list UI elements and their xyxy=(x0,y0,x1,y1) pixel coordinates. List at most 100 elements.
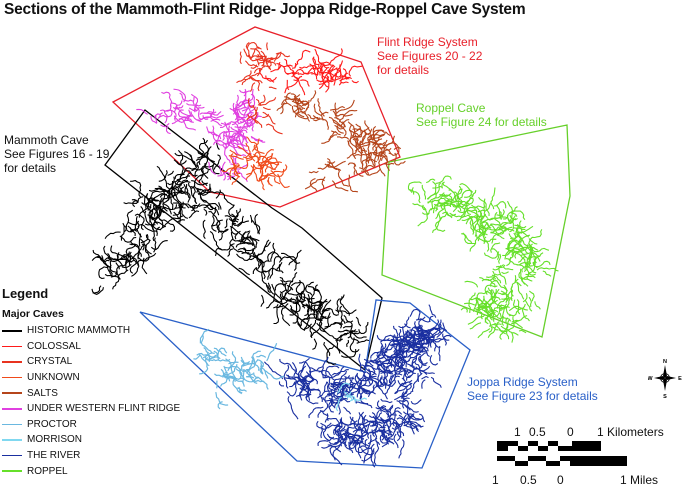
cave-passage xyxy=(328,436,343,445)
cave-passage xyxy=(144,240,151,254)
cave-passage xyxy=(242,231,251,240)
cave-passage xyxy=(186,103,202,107)
cave-passage xyxy=(339,296,350,316)
cave-passage xyxy=(219,122,230,128)
cave-passage xyxy=(225,358,232,367)
cave-passage xyxy=(507,241,511,252)
cave-passage xyxy=(394,385,409,395)
cave-passage xyxy=(535,260,551,269)
cave-passage xyxy=(217,225,220,234)
cave-passage xyxy=(505,258,525,268)
cave-passage xyxy=(232,139,239,144)
cave-passage xyxy=(408,350,428,355)
cave-passage xyxy=(298,293,306,302)
cave-passage xyxy=(380,155,389,163)
cave-passage xyxy=(348,377,355,385)
cave-passage xyxy=(252,267,258,275)
cave-passage xyxy=(242,99,248,105)
cave-passage xyxy=(386,375,400,386)
cave-passage xyxy=(418,355,428,365)
cave-passage xyxy=(397,380,413,388)
cave-passage xyxy=(457,200,469,210)
cave-passage xyxy=(309,90,317,102)
km-label-half: 0.5 xyxy=(529,425,546,439)
cave-passage xyxy=(318,369,335,381)
cave-passage xyxy=(406,369,416,375)
cave-passage xyxy=(370,157,376,167)
legend-label: MORRISON xyxy=(27,434,82,446)
cave-passage xyxy=(167,170,174,176)
legend-swatch xyxy=(2,392,22,394)
cave-passage xyxy=(202,219,206,240)
cave-passage xyxy=(238,129,248,146)
cave-passage xyxy=(297,321,312,331)
cave-passage xyxy=(122,222,128,230)
cave-passage xyxy=(231,208,241,222)
legend-swatch xyxy=(2,345,22,348)
cave-passage xyxy=(145,234,151,242)
cave-passage xyxy=(248,358,255,371)
cave-passage xyxy=(239,51,242,65)
cave-passage xyxy=(432,185,443,189)
cave-passage xyxy=(327,444,342,453)
cave-passage xyxy=(486,276,497,280)
cave-passage xyxy=(356,339,370,344)
cave-passage xyxy=(129,240,142,257)
cave-passage xyxy=(177,219,185,223)
cave-passage xyxy=(328,48,343,66)
cave-passage xyxy=(177,204,189,219)
cave-passage xyxy=(359,140,364,154)
cave-passage xyxy=(263,157,278,164)
cave-passage xyxy=(189,203,201,209)
legend-subtitle: Major Caves xyxy=(2,308,64,320)
cave-passage xyxy=(237,387,247,392)
cave-passage xyxy=(284,282,305,296)
cave-passage xyxy=(378,157,386,177)
cave-passage xyxy=(155,115,158,124)
cave-passage xyxy=(387,425,390,436)
legend-swatch xyxy=(2,470,22,472)
cave-passage xyxy=(323,366,345,379)
cave-passage xyxy=(236,158,249,170)
cave-passage xyxy=(370,350,388,359)
cave-passage xyxy=(502,248,514,257)
cave-passage xyxy=(317,402,329,418)
cave-passage xyxy=(179,160,187,166)
cave-passage xyxy=(234,230,241,240)
cave-passage xyxy=(394,390,413,401)
cave-passage xyxy=(220,368,231,382)
cave-passage xyxy=(401,391,411,411)
cave-passage xyxy=(526,272,530,280)
cave-passage xyxy=(173,88,187,103)
roppel-boundary xyxy=(381,124,571,338)
cave-passage xyxy=(385,412,391,420)
cave-passage xyxy=(256,354,267,358)
cave-passage xyxy=(213,350,219,358)
cave-passage xyxy=(350,416,354,425)
cave-passage xyxy=(331,180,349,192)
roppel-cave-label: Roppel Cave See Figure 24 for details xyxy=(416,101,547,129)
cave-passage xyxy=(378,429,386,438)
cave-passage xyxy=(320,66,334,83)
cave-passage xyxy=(190,93,199,111)
cave-passage xyxy=(136,227,143,238)
cave-passage xyxy=(330,60,344,80)
flint-ridge-label: Flint Ridge System See Figures 20 - 22 f… xyxy=(377,35,482,77)
cave-passage xyxy=(494,211,501,225)
cave-passage xyxy=(419,352,428,366)
cave-passage xyxy=(308,170,319,174)
cave-passage xyxy=(230,220,238,235)
cave-passage xyxy=(307,286,320,292)
cave-passage xyxy=(224,365,242,372)
cave-passage xyxy=(392,335,405,339)
cave-passage xyxy=(173,159,181,166)
cave-passage xyxy=(518,243,531,251)
cave-passage xyxy=(280,279,285,287)
cave-passage xyxy=(361,168,381,176)
cave-passage xyxy=(415,336,426,352)
cave-passage xyxy=(231,143,247,157)
cave-passage xyxy=(107,252,116,273)
cave-passage xyxy=(303,318,310,332)
cave-passage xyxy=(278,381,285,387)
